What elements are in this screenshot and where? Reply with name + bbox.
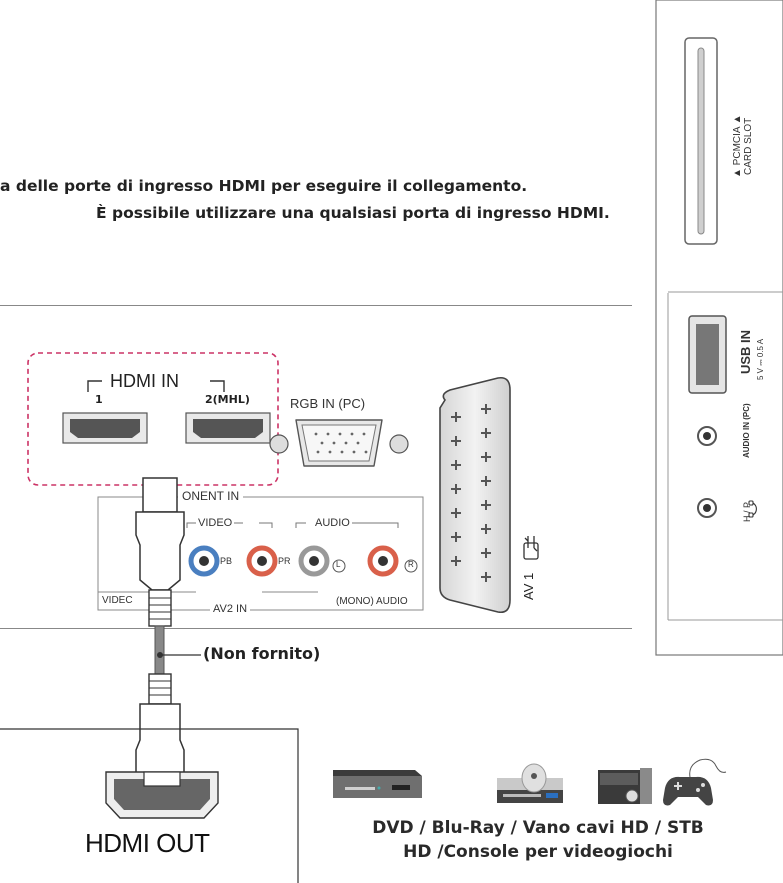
hdmi-out-label: HDMI OUT xyxy=(85,828,210,858)
scart-port xyxy=(439,376,511,614)
hdmi-cable-wire xyxy=(154,625,165,675)
instruction-line-1: a delle porte di ingresso HDMI per esegu… xyxy=(0,177,528,195)
cable-not-supplied-note: (Non fornito) xyxy=(203,644,321,663)
av2-in-label: AV2 IN xyxy=(210,603,251,615)
hdmi-port-1-label: 1 xyxy=(95,393,103,406)
rca-jack-audio-l xyxy=(298,545,330,577)
usb-port xyxy=(688,315,727,394)
mono-audio-label: (MONO) AUDIO xyxy=(336,596,408,607)
rgb-port xyxy=(269,419,409,467)
panel-bottom-edge xyxy=(0,628,632,629)
source-device-box xyxy=(0,728,299,883)
hdmi-cable-upper-plug xyxy=(135,477,185,627)
pcmcia-slot xyxy=(684,37,718,245)
hdmi-cable-lower-plug xyxy=(135,673,185,776)
headphone-jack xyxy=(697,498,717,518)
video-bottom-label: VIDEC xyxy=(102,595,133,606)
usb-spec-label: 5 V ⎓ 0.5 A xyxy=(756,338,765,380)
audio-group-label: AUDIO xyxy=(313,517,352,529)
hd-cable-box-icon xyxy=(598,768,652,804)
pr-label: PR xyxy=(278,556,291,566)
hdmi-port-2 xyxy=(185,412,271,444)
rca-jack-pr xyxy=(246,545,278,577)
hp-label: H / P xyxy=(742,501,752,522)
pcmcia-label-line-2: CARD SLOT xyxy=(743,117,754,175)
audio-in-pc-label: AUDIO IN (PC) xyxy=(742,403,751,458)
component-in-label: ONENT IN xyxy=(178,489,244,503)
av1-label: AV 1 xyxy=(521,572,536,600)
rgb-in-label: RGB IN (PC) xyxy=(290,396,366,411)
r-label: R xyxy=(408,560,414,569)
usb-in-label: USB IN xyxy=(738,329,753,374)
hdmi-port-1 xyxy=(62,412,148,444)
rca-jack-audio-r xyxy=(367,545,399,577)
game-controller-icon xyxy=(663,758,727,806)
l-label: L xyxy=(336,560,341,569)
pcmcia-label-line-1: ▲ PCMCIA ▲ xyxy=(732,114,743,178)
audio-in-jack xyxy=(697,426,717,446)
hdmi-port-2-label: 2(MHL) xyxy=(205,393,250,406)
scart-icon xyxy=(523,536,539,560)
hdmi-out-port xyxy=(105,771,219,819)
bluray-player-icon xyxy=(497,763,563,803)
headphone-icon xyxy=(748,500,757,518)
dvd-player-icon xyxy=(333,770,422,798)
device-caption-line-2: HD /Console per videogiochi xyxy=(403,842,673,862)
hdmi-in-label: HDMI IN xyxy=(110,371,179,391)
video-group-label: VIDEO xyxy=(196,517,235,529)
pb-label: PB xyxy=(220,556,233,566)
rca-jack-pb xyxy=(188,545,220,577)
instruction-line-2: È possibile utilizzare una qualsiasi por… xyxy=(96,204,610,222)
device-caption-line-1: DVD / Blu-Ray / Vano cavi HD / STB xyxy=(372,818,704,838)
panel-top-edge xyxy=(0,305,632,306)
